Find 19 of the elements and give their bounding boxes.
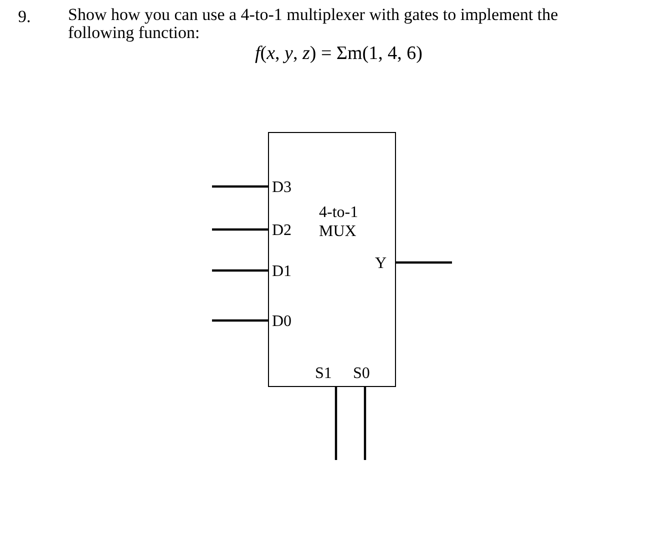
question-number: 9. — [18, 8, 32, 26]
pin-label: S0 — [353, 363, 377, 385]
pin-label: D3 — [269, 178, 297, 197]
pin-label: D1 — [269, 262, 297, 281]
signal-line — [212, 319, 268, 322]
signal-line — [396, 261, 452, 264]
pin-label: Y — [375, 254, 397, 273]
pin-label: S1 — [315, 363, 339, 385]
signal-line — [364, 387, 366, 460]
multiplexer-block — [268, 132, 396, 387]
signal-line — [212, 269, 268, 272]
pin-label: D2 — [269, 221, 297, 240]
question-text: Show how you can use a 4-to-1 multiplexer with gates to implement the following function: — [68, 6, 560, 42]
function-formula: f(x, y, z) = Σm(1, 4, 6) — [255, 44, 424, 64]
signal-line — [334, 387, 338, 460]
signal-line — [212, 228, 268, 231]
block-title: 4-to-1 MUX — [319, 203, 360, 242]
signal-line — [212, 185, 268, 188]
pin-label: D0 — [269, 312, 297, 331]
